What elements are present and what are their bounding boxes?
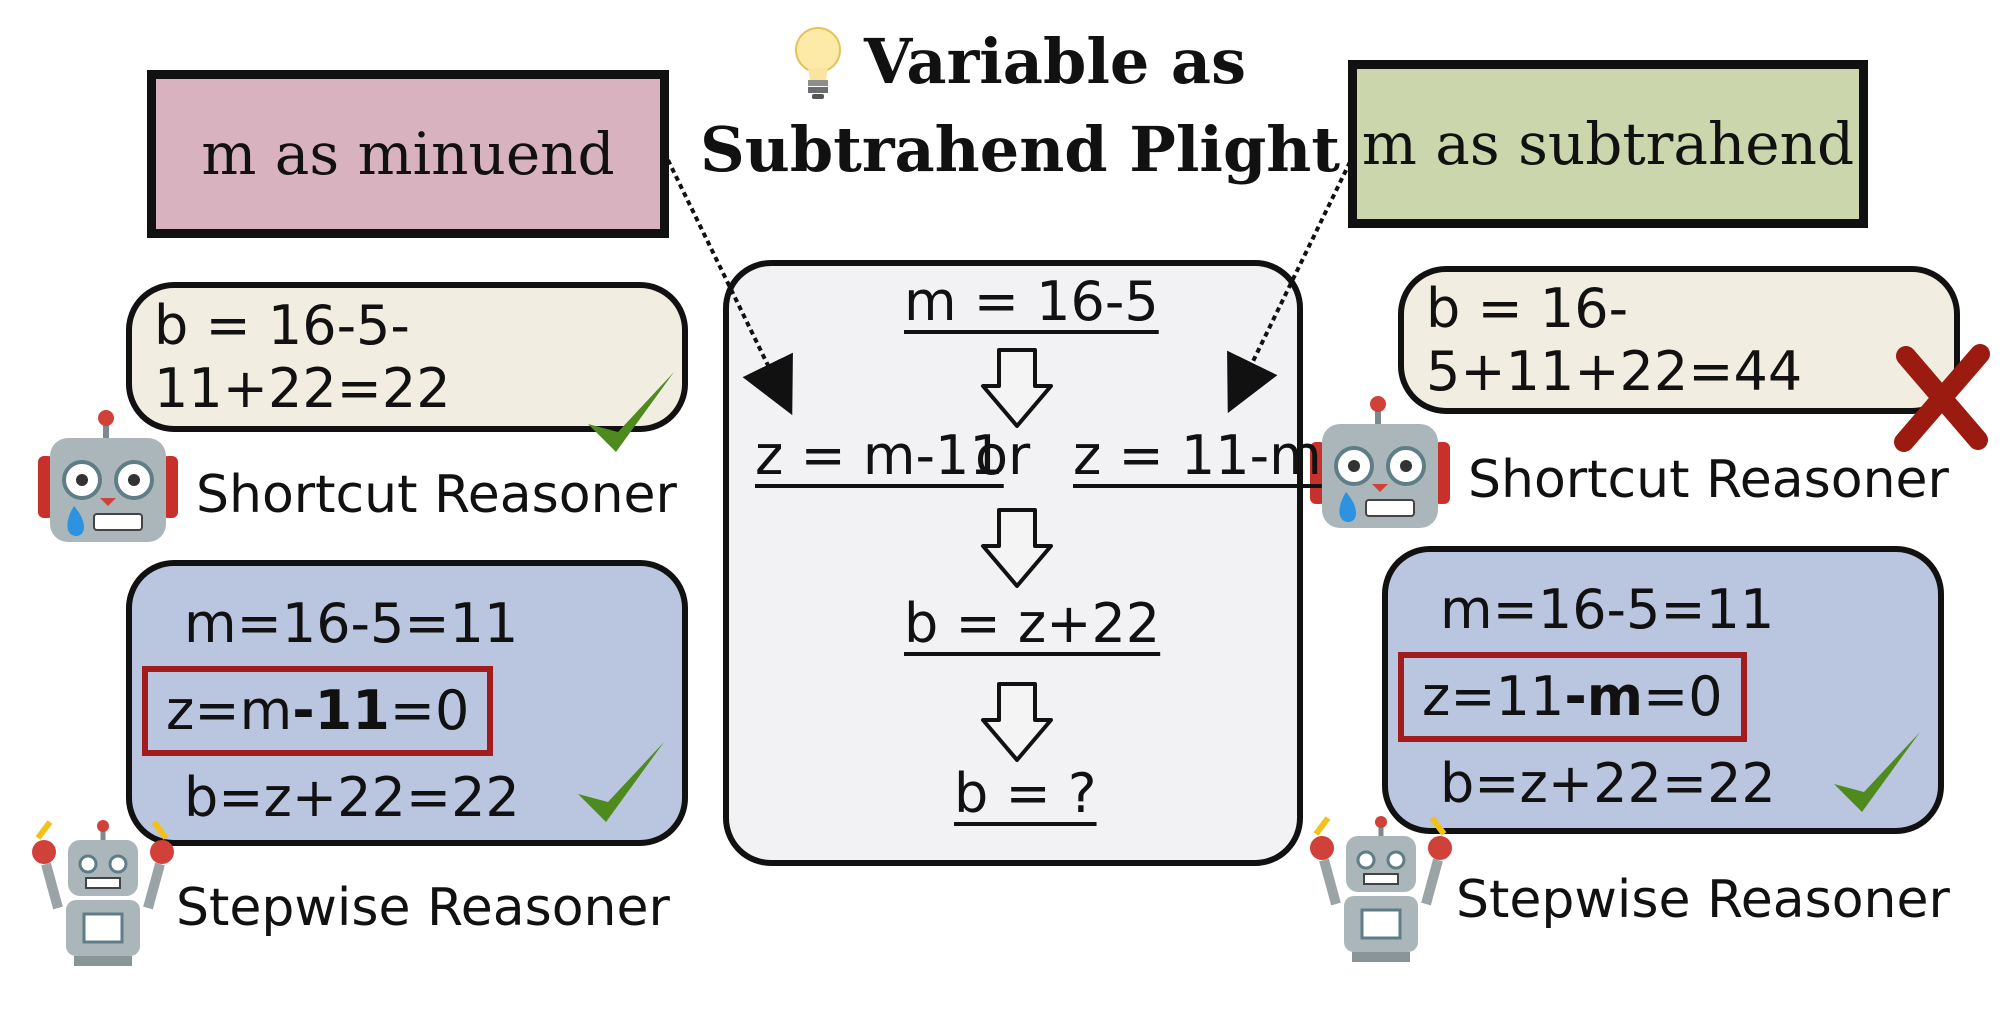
left-shortcut-equation-box: b = 16-5-11+22=22 — [126, 282, 688, 432]
right-stepwise-reasoner-label: Stepwise Reasoner — [1456, 870, 1950, 930]
right-step-2-highlight: z=11-m=0 — [1398, 652, 1747, 742]
subtrahend-label-box: m as subtrahend — [1348, 60, 1868, 228]
center-equation-z-option-1: z = m-11 — [755, 424, 1004, 487]
title-line-1: Variable as — [864, 25, 1246, 98]
minuend-label: m as minuend — [201, 120, 615, 188]
check-icon — [588, 372, 674, 452]
left-stepwise-steps-box: m=16-5=11 z=m-11=0 b=z+22=22 — [126, 560, 688, 846]
right-step-1: m=16-5=11 — [1440, 578, 1775, 641]
check-icon — [1834, 732, 1920, 812]
down-arrow-icon — [981, 508, 1053, 588]
left-step-1: m=16-5=11 — [184, 592, 519, 655]
right-step-2-pre: z=11 — [1422, 665, 1565, 728]
down-arrow-icon — [981, 682, 1053, 762]
center-equation-b-question: b = ? — [954, 762, 1097, 825]
right-shortcut-equation: b = 16-5+11+22=44 — [1426, 277, 1803, 403]
right-step-3: b=z+22=22 — [1440, 752, 1776, 815]
subtrahend-label: m as subtrahend — [1361, 110, 1855, 178]
crying-robot-icon — [1310, 396, 1450, 528]
cheering-robot-icon — [1310, 816, 1452, 962]
left-step-2-highlight: z=m-11=0 — [142, 666, 494, 756]
center-equation-m: m = 16-5 — [904, 270, 1159, 333]
cross-icon — [1894, 344, 1990, 452]
right-step-2-post: =0 — [1643, 665, 1723, 728]
cheering-robot-icon — [32, 820, 174, 966]
left-step-2-pre: z=m — [166, 679, 293, 742]
lightbulb-icon — [795, 27, 841, 99]
down-arrow-icon — [981, 348, 1053, 428]
center-equation-b: b = z+22 — [904, 592, 1161, 655]
center-or-text: or — [975, 424, 1031, 487]
title-line-2: Subtrahend Plight — [700, 113, 1341, 186]
right-stepwise-steps-box: m=16-5=11 z=11-m=0 b=z+22=22 — [1382, 546, 1944, 834]
right-step-2-bold: -m — [1564, 665, 1643, 728]
left-shortcut-reasoner-label: Shortcut Reasoner — [196, 465, 677, 525]
left-stepwise-reasoner-label: Stepwise Reasoner — [176, 878, 670, 938]
right-shortcut-equation-box: b = 16-5+11+22=44 — [1398, 266, 1960, 414]
left-step-2-line: z=m-11=0 — [142, 666, 682, 756]
left-step-2-post: =0 — [389, 679, 470, 742]
diagram-title: Variable as Subtrahend Plight — [700, 18, 1340, 194]
left-step-2-bold: -11 — [292, 679, 390, 742]
right-step-2-line: z=11-m=0 — [1398, 652, 1938, 742]
left-shortcut-equation: b = 16-5-11+22=22 — [154, 294, 451, 420]
minuend-label-box: m as minuend — [147, 70, 669, 238]
right-shortcut-reasoner-label: Shortcut Reasoner — [1468, 450, 1949, 510]
center-equation-z-option-2: z = 11-m — [1073, 424, 1322, 487]
left-step-3: b=z+22=22 — [184, 766, 520, 829]
crying-robot-icon — [38, 410, 178, 542]
check-icon — [578, 742, 664, 822]
center-derivation-panel: m = 16-5 z = m-11 or z = 11-m b = z+22 b… — [723, 260, 1322, 866]
